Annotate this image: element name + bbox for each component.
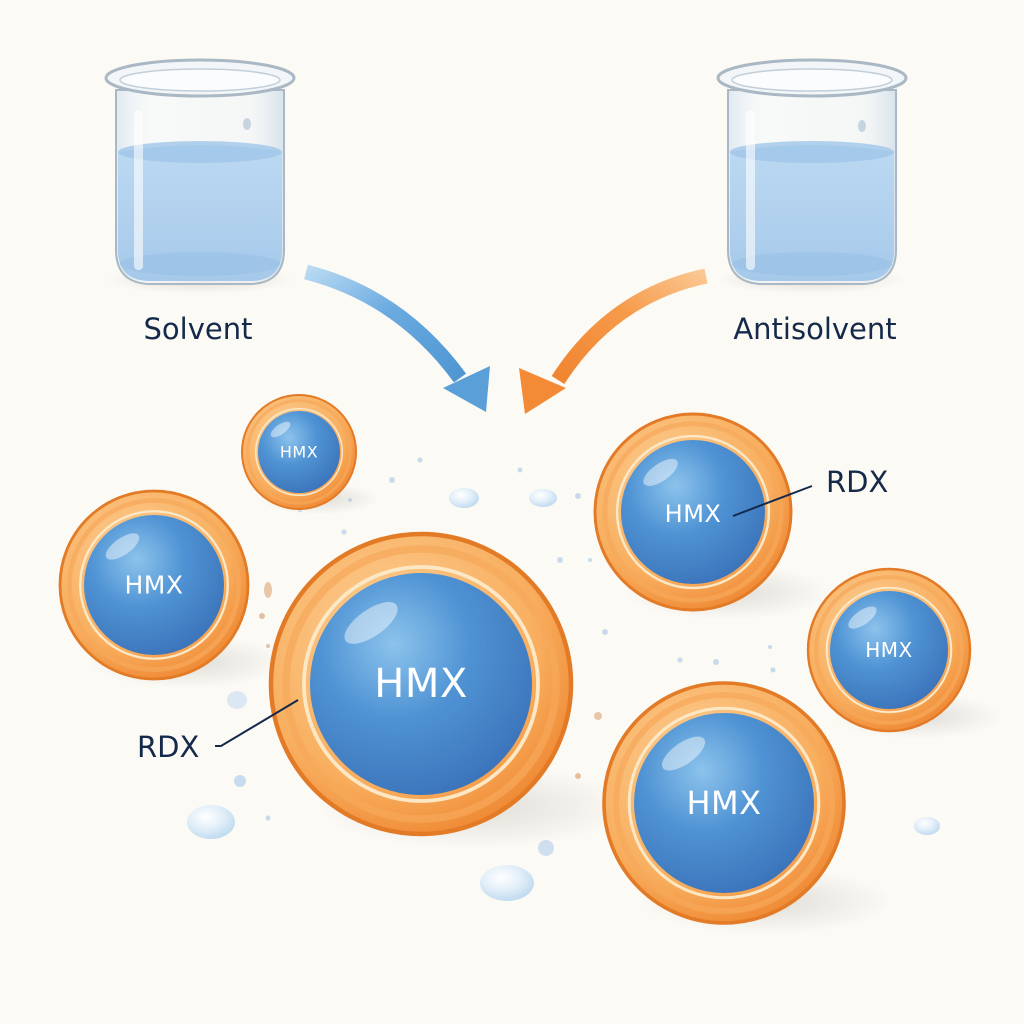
hmx-core: [830, 591, 948, 709]
hmx-core-label: HMX: [664, 500, 722, 528]
hmx-core: [310, 573, 532, 795]
hmx-core: [258, 411, 340, 493]
antisolvent-arrow: [519, 268, 708, 414]
core-shell-particle: [806, 567, 1003, 740]
particle-group: [58, 394, 1003, 936]
droplets: [187, 457, 940, 901]
callout-lines: [215, 485, 813, 747]
core-shell-particle: [241, 394, 379, 515]
core-shell-particle: [268, 531, 631, 849]
core-shell-particle: [593, 412, 831, 620]
core-shell-particle: [602, 681, 892, 936]
hmx-core-label: HMX: [686, 784, 762, 822]
antisolvent-label: Antisolvent: [733, 312, 897, 346]
rdx-callout-label-right: RDX: [826, 465, 889, 499]
antisolvent-beaker: [716, 58, 908, 294]
hmx-core: [634, 713, 814, 893]
core-shell-particle: [58, 489, 286, 689]
hmx-core-label: HMX: [374, 661, 468, 707]
hmx-core-label: HMX: [279, 442, 319, 462]
solvent-beaker: [104, 58, 296, 294]
hmx-core: [84, 515, 224, 655]
hmx-core: [621, 440, 765, 584]
solvent-arrow: [304, 264, 490, 412]
solvent-label: Solvent: [143, 312, 253, 346]
hmx-core-label: HMX: [865, 638, 913, 662]
hmx-core-label: HMX: [124, 570, 184, 600]
rdx-callout-label-left: RDX: [137, 730, 200, 764]
